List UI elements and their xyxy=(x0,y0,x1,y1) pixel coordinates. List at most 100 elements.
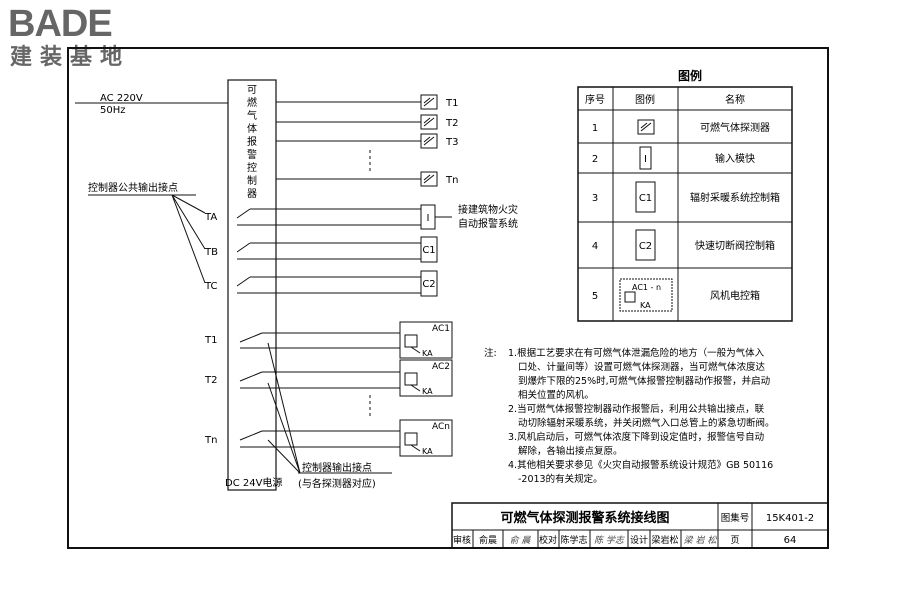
common-output-leaders xyxy=(171,194,206,284)
legend-row-2: 2 I 输入模快 xyxy=(592,146,755,170)
controller-title-char: 可 xyxy=(247,85,257,96)
controller-title-char: 体 xyxy=(247,123,257,135)
legend-row-no: 3 xyxy=(592,193,598,204)
logo-subtitle: 建装基地 xyxy=(10,45,131,70)
notes-lead: 注: xyxy=(484,347,497,359)
tb-circuit: C1 xyxy=(236,236,438,263)
legend-row-5: 5 AC1 - n KA 风机电控箱 xyxy=(592,278,760,312)
controller-title-char: 控 xyxy=(247,161,257,174)
controller-box xyxy=(227,79,277,491)
legend-row-3: 3 C1 辐射采暖系统控制箱 xyxy=(592,181,780,213)
page-number: 64 xyxy=(784,535,797,546)
relay-box-label: AC2 xyxy=(432,362,450,372)
controller-title: 可 燃 气 体 报 警 控 制 器 xyxy=(247,85,257,200)
logo-brand: BADE xyxy=(8,3,113,45)
legend-row-name: 辐射采暖系统控制箱 xyxy=(690,191,780,204)
controller-title-char: 器 xyxy=(247,188,257,200)
relay-row-label: T2 xyxy=(204,375,217,386)
detector-symbol-icon xyxy=(637,119,655,135)
legend-row-no: 1 xyxy=(592,123,598,134)
relay-box-label: ACn xyxy=(432,422,450,432)
fan-box-symbol-icon xyxy=(619,278,673,312)
title-block xyxy=(451,502,829,549)
legend-header-no: 序号 xyxy=(585,93,605,106)
atlas-label: 图集号 xyxy=(721,512,750,524)
legend-table xyxy=(577,86,793,322)
tb-signature: 俞 晨 xyxy=(510,535,532,546)
input-module-symbol: I xyxy=(427,213,430,224)
legend-title: 图例 xyxy=(678,68,702,83)
note-line: 动切除辐射采暖系统，并关闭燃气入口总管上的紧急切断阀。 xyxy=(518,417,775,429)
legend-row-name: 可燃气体探测器 xyxy=(700,121,770,134)
c2-box-label: C2 xyxy=(422,279,435,290)
tc-circuit: C2 xyxy=(236,270,438,297)
tb-cell: 梁岩松 xyxy=(651,534,678,546)
detector-t2: T2 xyxy=(276,114,458,130)
relay-row-2: AC2 KA xyxy=(239,359,453,397)
common-output-tb: TB xyxy=(204,247,218,258)
ka-label: KA xyxy=(422,349,433,358)
tb-cell: 审核 xyxy=(453,534,471,546)
output-note-1: 控制器输出接点 xyxy=(302,461,372,474)
notes: 注: 1.根据工艺要求在有可燃气体泄漏危险的地方（一般为气体入 口处、计量间等）… xyxy=(484,347,775,485)
fire-alarm-text-2: 自动报警系统 xyxy=(458,217,518,230)
legend-row-name: 快速切断阀控制箱 xyxy=(695,239,775,252)
legend-header-symbol: 图例 xyxy=(635,93,655,106)
common-output-tc: TC xyxy=(204,281,218,292)
legend-row-name: 风机电控箱 xyxy=(710,289,760,302)
note-line: 3.风机启动后，可燃气体浓度下降到设定值时，报警信号自动 xyxy=(508,431,764,443)
input-module-symbol-icon xyxy=(639,146,652,170)
tb-cell: 校对 xyxy=(539,534,557,546)
legend-row-name: 输入模快 xyxy=(715,152,755,165)
legend-row-4: 4 C2 快速切断阀控制箱 xyxy=(592,229,775,261)
note-line: 解除，各输出接点复原。 xyxy=(518,445,623,457)
note-line: 1.根据工艺要求在有可燃气体泄漏危险的地方（一般为气体入 xyxy=(508,347,765,359)
c1-box-label: C1 xyxy=(422,245,435,256)
output-leaders xyxy=(267,342,301,474)
tb-cell: 陈学志 xyxy=(560,534,587,546)
ka-label: KA xyxy=(422,447,433,456)
common-output-label: 控制器公共输出接点 xyxy=(88,181,178,194)
legend-row-symbol: C1 xyxy=(639,193,652,204)
legend-row-symbol: I xyxy=(644,154,647,165)
relay-row-n: ACn KA xyxy=(239,419,453,457)
relay-row-label: T1 xyxy=(204,335,217,346)
ka-label: KA xyxy=(422,387,433,396)
legend-row-symbol: AC1 - n xyxy=(632,283,661,292)
detector-t1: T1 xyxy=(276,94,458,110)
note-line: 2.当可燃气体报警控制器动作报警后，利用公共输出接点，联 xyxy=(508,403,765,415)
legend-row-no: 4 xyxy=(592,241,598,252)
ta-circuit: I 接建筑物火灾 自动报警系统 xyxy=(236,203,518,230)
detector-tn: Tn xyxy=(276,171,458,187)
note-line: 到爆炸下限的25%时,可燃气体报警控制器动作报警，并启动 xyxy=(518,375,770,387)
relay-row-label: Tn xyxy=(204,435,217,446)
detector-label: Tn xyxy=(445,175,458,186)
tb-signature: 梁 岩 松 xyxy=(684,535,718,546)
legend-row-no: 5 xyxy=(592,291,598,302)
power-label: AC 220V xyxy=(100,93,143,104)
relay-box-label: AC1 xyxy=(432,324,450,334)
controller-title-char: 燃 xyxy=(247,96,257,109)
power-frequency: 50Hz xyxy=(100,105,126,116)
common-output-ta: TA xyxy=(204,212,217,223)
drawing-title: 可燃气体探测报警系统接线图 xyxy=(500,510,669,526)
controller-title-char: 警 xyxy=(247,148,257,161)
brand-logo: BADE 建装基地 xyxy=(8,4,178,72)
note-line: 口处、计量间等）设置可燃气体探测器，当可燃气体浓度达 xyxy=(518,361,766,373)
note-line: 4.其他相关要求参见《火灾自动报警系统设计规范》GB 50116 xyxy=(508,459,773,471)
output-note-2: (与各探测器对应) xyxy=(298,477,376,490)
controller-title-char: 气 xyxy=(247,109,257,122)
fire-alarm-text-1: 接建筑物火灾 xyxy=(458,203,518,216)
detector-t3: T3 xyxy=(276,133,458,149)
tb-cell: 俞晨 xyxy=(479,534,497,546)
relay-row-1: AC1 KA xyxy=(239,321,453,359)
c1-symbol-icon xyxy=(635,181,656,213)
legend-row-no: 2 xyxy=(592,154,598,165)
tb-signature: 陈 学志 xyxy=(594,535,626,546)
detector-label: T3 xyxy=(445,137,458,148)
legend-row-1: 1 可燃气体探测器 xyxy=(592,119,770,135)
detector-label: T1 xyxy=(445,98,458,109)
sheet-frame xyxy=(67,47,829,549)
note-line: -2013的有关规定。 xyxy=(518,473,603,485)
